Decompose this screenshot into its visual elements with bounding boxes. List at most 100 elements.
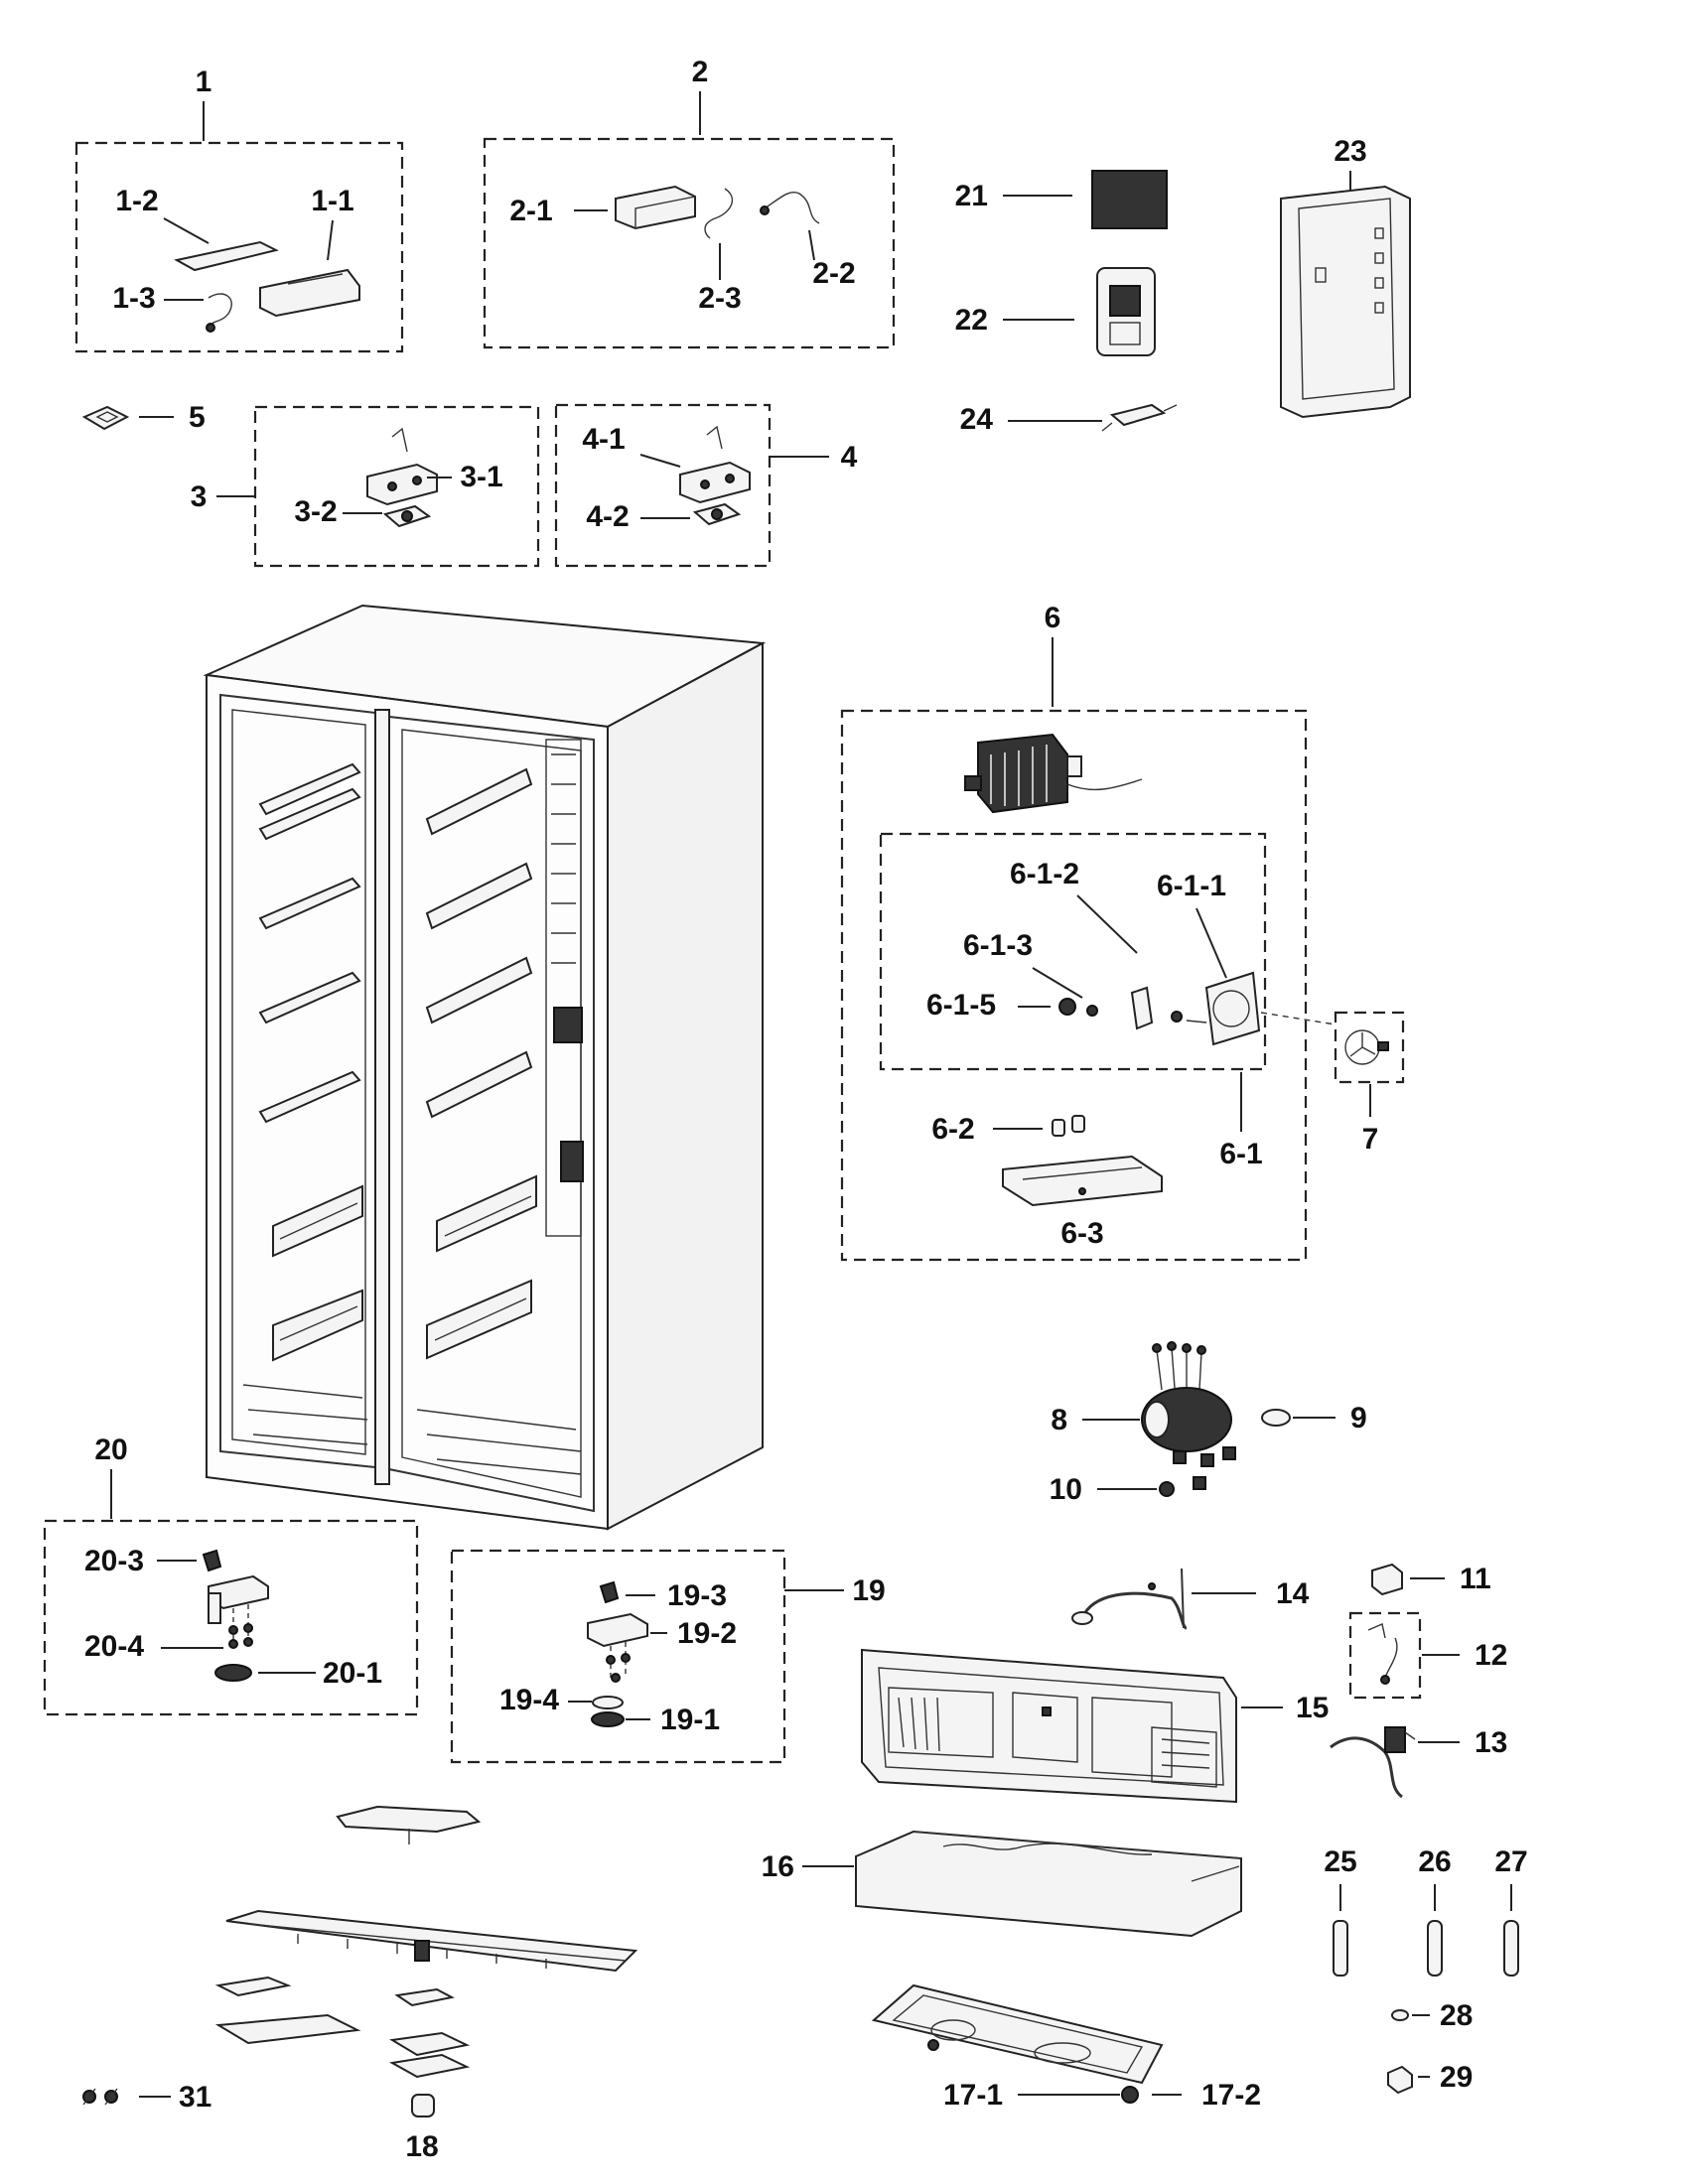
group-2-box xyxy=(483,137,896,349)
cord-13-part xyxy=(1330,1726,1416,1799)
label-6-1-2: 6-1-2 xyxy=(1010,858,1079,890)
label-21: 21 xyxy=(955,180,988,212)
relay-11-part xyxy=(1371,1563,1403,1596)
switch-part xyxy=(1101,403,1178,432)
handle-part xyxy=(336,1805,482,1844)
group-20: 20 20-3 20-4 20-1 xyxy=(43,1433,419,1716)
label-28: 28 xyxy=(1440,1999,1473,2032)
icemaker-cover-part xyxy=(174,240,360,333)
bracket-parts xyxy=(214,1976,471,2079)
evaporator-cover-part xyxy=(1002,1155,1163,1207)
pin-27-part xyxy=(1503,1920,1519,1977)
rear-cover-part xyxy=(861,1648,1237,1804)
pin-25-part xyxy=(1333,1920,1348,1977)
group-7-box xyxy=(1334,1011,1405,1084)
group-lower-left: 18 31 xyxy=(82,1805,638,2163)
overload-12-part xyxy=(1367,1623,1398,1685)
label-1-2: 1-2 xyxy=(115,185,158,217)
screws-31-part xyxy=(82,2088,118,2106)
dispenser-board-part xyxy=(1096,267,1156,356)
cap-29-part xyxy=(1387,2065,1413,2095)
label-6-3: 6-3 xyxy=(1060,1217,1103,1250)
group-2: 2 2-1 2-2 2-3 xyxy=(483,56,896,349)
pad-part xyxy=(81,405,130,431)
label-6: 6 xyxy=(1045,602,1061,634)
cover-plate-part xyxy=(225,1909,638,1973)
group-12-box xyxy=(1348,1611,1422,1700)
label-18: 18 xyxy=(405,2130,438,2163)
label-19-3: 19-3 xyxy=(667,1579,727,1612)
group-14-13: 14 11 12 13 xyxy=(1071,1563,1507,1799)
label-2-1: 2-1 xyxy=(509,195,552,227)
hinge-3-part xyxy=(366,427,438,528)
group-16: 16 xyxy=(762,1830,1242,1938)
fan-assembly-part xyxy=(1058,971,1336,1046)
dispenser-panel-part xyxy=(1280,185,1411,419)
bushing-part xyxy=(1159,1481,1175,1497)
label-12: 12 xyxy=(1475,1639,1507,1672)
cabinet-floor xyxy=(242,1384,582,1475)
label-6-1-1: 6-1-1 xyxy=(1157,870,1226,902)
label-31: 31 xyxy=(179,2081,211,2114)
label-3: 3 xyxy=(191,480,208,513)
label-17-2: 17-2 xyxy=(1201,2079,1261,2112)
label-2: 2 xyxy=(692,56,709,88)
refrigerator-cabinet xyxy=(203,604,767,1531)
group-19-box xyxy=(450,1549,786,1764)
group-4: 4 4-1 4-2 xyxy=(554,403,858,568)
label-11: 11 xyxy=(1460,1563,1491,1595)
label-29: 29 xyxy=(1440,2061,1473,2094)
label-27: 27 xyxy=(1494,1845,1527,1878)
group-3-box xyxy=(253,405,540,568)
group-15: 15 xyxy=(861,1648,1329,1804)
label-25: 25 xyxy=(1324,1845,1356,1878)
nut-28-part xyxy=(1391,2009,1409,2021)
evaporator-part xyxy=(964,733,1143,814)
fridge-shelves xyxy=(425,767,537,1360)
label-20-4: 20-4 xyxy=(84,1630,144,1663)
label-1-3: 1-3 xyxy=(112,282,155,315)
label-20-3: 20-3 xyxy=(84,1545,144,1577)
group-6-1-box xyxy=(879,832,1267,1071)
group-17: 17-1 17-2 xyxy=(871,1983,1261,2112)
group-7: 7 xyxy=(1334,1011,1405,1156)
harness-14-part xyxy=(1071,1568,1188,1630)
label-8: 8 xyxy=(1051,1404,1067,1436)
group-3: 3 3-1 3-2 xyxy=(191,405,540,568)
label-24: 24 xyxy=(960,403,994,436)
group-25-29: 25 26 27 28 29 xyxy=(1324,1845,1528,2095)
label-20: 20 xyxy=(94,1433,127,1466)
label-3-2: 3-2 xyxy=(294,495,337,528)
label-13: 13 xyxy=(1475,1726,1507,1759)
grommet-9-part xyxy=(1261,1409,1291,1427)
label-10: 10 xyxy=(1050,1473,1082,1506)
label-14: 14 xyxy=(1276,1577,1310,1610)
label-19-4: 19-4 xyxy=(499,1684,559,1716)
label-20-1: 20-1 xyxy=(323,1657,382,1690)
control-board-part xyxy=(1091,170,1168,229)
lower-hinge-20-part xyxy=(202,1549,269,1682)
label-22: 22 xyxy=(955,304,988,337)
label-19: 19 xyxy=(852,1574,885,1607)
label-3-1: 3-1 xyxy=(460,461,502,493)
label-2-3: 2-3 xyxy=(698,282,741,315)
group-19: 19 19-3 19-2 19-4 19-1 xyxy=(450,1549,886,1764)
foot-18-part xyxy=(411,2094,435,2117)
label-19-1: 19-1 xyxy=(660,1704,720,1736)
group-5: 5 xyxy=(81,401,206,434)
label-4: 4 xyxy=(841,441,858,474)
compressor-part xyxy=(1141,1341,1236,1490)
label-15: 15 xyxy=(1296,1692,1329,1724)
label-19-2: 19-2 xyxy=(677,1617,737,1650)
freezer-shelves xyxy=(258,762,363,1362)
label-4-1: 4-1 xyxy=(582,423,625,456)
label-6-2: 6-2 xyxy=(931,1113,974,1146)
label-6-1-5: 6-1-5 xyxy=(926,989,996,1022)
group-6-box xyxy=(840,709,1308,1262)
group-1: 1 1-2 1-1 1-3 xyxy=(74,66,404,353)
pin-26-part xyxy=(1427,1920,1443,1977)
label-9: 9 xyxy=(1350,1402,1367,1434)
hinge-4-part xyxy=(679,425,751,526)
grommet-17-part xyxy=(1121,2086,1139,2104)
label-1: 1 xyxy=(196,66,212,98)
